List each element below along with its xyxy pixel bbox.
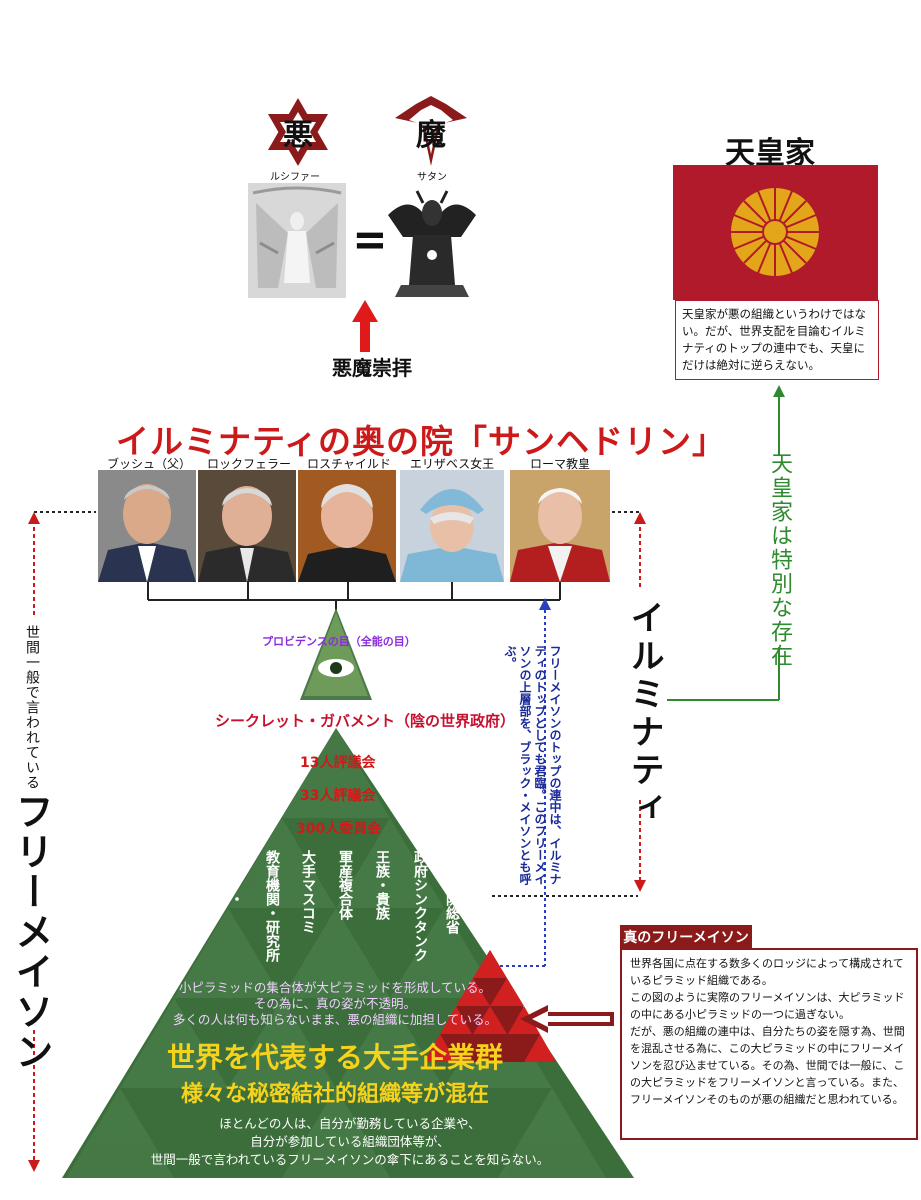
commonly-said-label: 世間一般で言われている (24, 625, 40, 790)
big-corporations-label: 世界を代表する大手企業群 (166, 1041, 503, 1074)
baphomet-figure-icon (383, 185, 481, 298)
portrait-pope (510, 470, 610, 582)
member-name-rothschild: ロスチャイルド (307, 457, 391, 471)
member-name-bush: ブッシュ（父） (106, 457, 191, 471)
eye-of-providence-label: プロビデンスの目（全能の目） (262, 635, 416, 648)
column-mass-media: 大手マスコミ (300, 850, 316, 934)
chrysanthemum-crest-icon (731, 188, 819, 276)
portrait-rockefeller (198, 470, 296, 582)
secret-societies-label: 様々な秘密結社的組織等が混在 (180, 1082, 489, 1107)
column-think-tank: 政府シンクタンク (412, 850, 428, 962)
sanhedrin-title: イルミナティの奥の院「サンヘドリン」 (116, 422, 727, 461)
portrait-elizabeth-icon (400, 470, 504, 582)
purple-line-3: 多くの人は何も知らないまま、悪の組織に加担している。 (172, 1012, 498, 1027)
purple-text-block: 小ピラミッドの集合体が大ピラミッドを形成している。 その為に、真の姿が不透明。 … (170, 980, 500, 1028)
lucifer-label: ルシファー (270, 172, 320, 183)
member-name-pope: ローマ教皇 (529, 457, 590, 471)
portrait-pope-icon (510, 470, 610, 582)
bottom-line-3: 世間一般で言われているフリーメイソンの傘下にあることを知らない。 (150, 1152, 550, 1167)
imperial-flag (673, 165, 878, 300)
portrait-rothschild-icon (298, 470, 396, 582)
column-military-industrial: 軍産複合体 (337, 850, 353, 920)
true-mason-title: 真のフリーメイソン (620, 925, 752, 949)
portrait-bush-icon (98, 470, 196, 582)
true-mason-line-2: この図のように実際のフリーメイソンは、大ピラミッドの中にある小ピラミッドの一つに… (630, 991, 905, 1021)
black-mason-note: フリーメイソンのトップの連中は、イルミナティのトップとしても君臨。このフリーメイ… (503, 645, 562, 885)
star-right-char: 魔 (416, 118, 446, 153)
committee-300-label: 300人委員会 (296, 821, 382, 837)
satan-label: サタン (417, 172, 447, 183)
true-mason-line-3: だが、悪の組織の連中は、自分たちの姿を隠す為、世間を混乱させる為に、この大ピラミ… (630, 1025, 905, 1106)
star-left-char: 悪 (283, 118, 313, 153)
illuminati-label: イルミナティ (624, 600, 664, 828)
true-mason-line-1: 世界各国に点在する数多くのロッジによって構成されているピラミッド組織である。 (630, 957, 904, 987)
freemason-big-label: フリーメイソン (9, 792, 54, 1072)
council-33-label: 33人評議会 (300, 788, 376, 804)
lucifer-image (248, 183, 346, 298)
secret-government-label: シークレット・ガバメント（陰の世界政府） (215, 712, 516, 730)
column-pentagon: 米国国防総省 (444, 850, 460, 934)
purple-line-2: その為に、真の姿が不透明。 (253, 996, 417, 1011)
council-13-label: 13人評議会 (300, 755, 376, 771)
hexagram-star-icon (268, 98, 328, 166)
star-right: 魔 (395, 96, 467, 172)
satan-image (383, 185, 481, 298)
inverted-pentagram-icon (395, 96, 467, 166)
column-etc: など・・ (228, 850, 244, 906)
worship-label: 悪魔崇拝 (330, 352, 414, 381)
portrait-bush (98, 470, 196, 582)
red-up-arrow-icon (352, 300, 378, 380)
purple-line-1: 小ピラミッドの集合体が大ピラミッドを形成している。 (178, 980, 492, 995)
member-name-rockefeller: ロックフェラー (206, 457, 291, 471)
bottom-line-1: ほとんどの人は、自分が勤務している企業や、 (219, 1116, 481, 1131)
lucifer-figure-icon (248, 183, 346, 298)
true-mason-note: 世界各国に点在する数多くのロッジによって構成されているピラミッド組織である。 こ… (620, 948, 918, 1140)
star-left: 悪 (262, 96, 334, 172)
column-education: 教育機関・研究所 (264, 850, 280, 962)
portrait-rockefeller-icon (198, 470, 296, 582)
green-connector (667, 385, 785, 701)
imperial-special-label: 天皇家は特別な存在 (767, 452, 792, 668)
imperial-note: 天皇家が悪の組織というわけではない。だが、世界支配を目論むイルミナティのトップの… (675, 300, 879, 380)
bottom-line-2: 自分が参加している組織団体等が、 (250, 1134, 450, 1149)
bottom-text-block: ほとんどの人は、自分が勤務している企業や、 自分が参加している組織団体等が、 世… (120, 1115, 580, 1169)
member-name-elizabeth: エリザベス女王 (409, 457, 495, 471)
portrait-elizabeth (400, 470, 504, 582)
column-royalty: 王族・貴族 (374, 850, 390, 920)
portrait-rothschild (298, 470, 396, 582)
